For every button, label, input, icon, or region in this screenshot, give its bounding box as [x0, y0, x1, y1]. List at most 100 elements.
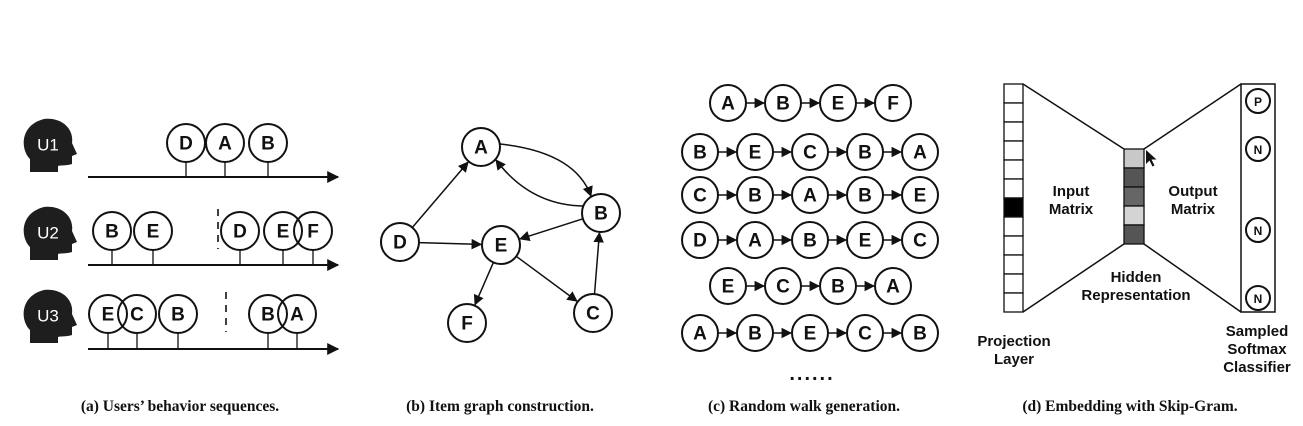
node-label: B — [858, 186, 872, 207]
node-label: A — [913, 143, 927, 164]
walk-node: B — [901, 314, 939, 352]
cursor-icon — [1146, 150, 1157, 167]
node-label: D — [693, 231, 707, 252]
walk-node: B — [736, 176, 774, 214]
node-label: B — [594, 204, 608, 225]
caption-d: (d) Embedding with Skip-Gram. — [1022, 398, 1237, 415]
node-label: B — [858, 143, 872, 164]
walk-node: A — [874, 267, 912, 305]
node-label: A — [721, 94, 735, 115]
node-label: A — [803, 186, 817, 207]
node-label: C — [803, 143, 817, 164]
output-funnel-top — [1143, 83, 1242, 150]
caption-b: (b) Item graph construction. — [406, 398, 594, 415]
walk-node: C — [901, 221, 939, 259]
node-label: C — [586, 304, 600, 325]
walk-node: F — [874, 84, 912, 122]
behavior-item-node: B — [248, 294, 288, 334]
node-label: B — [171, 305, 185, 326]
node-label: E — [914, 186, 927, 207]
walk-node: B — [791, 221, 829, 259]
behavior-item-node: E — [88, 294, 128, 334]
user-label: U1 — [37, 136, 59, 155]
node-label: P — [1254, 95, 1262, 109]
projection-cell — [1003, 102, 1024, 123]
behavior-item-node: E — [263, 211, 303, 251]
walk-node: E — [846, 221, 884, 259]
hidden-cell — [1123, 186, 1145, 207]
walk-node: B — [736, 314, 774, 352]
graph-edge-b-a — [495, 159, 584, 207]
graph-edge-e-c — [515, 255, 578, 302]
graph-edges — [411, 143, 604, 306]
node-label: E — [749, 143, 762, 164]
node-label: C — [913, 231, 927, 252]
output-funnel-bottom — [1143, 243, 1242, 313]
walk-node: E — [819, 84, 857, 122]
user-head-icon: U1 — [23, 118, 77, 172]
node-label: A — [748, 231, 762, 252]
behavior-item-node: A — [277, 294, 317, 334]
node-label: B — [261, 305, 275, 326]
node-label: B — [831, 277, 845, 298]
active-projection-cell — [1003, 197, 1024, 218]
projection-layer-column — [1003, 83, 1024, 313]
walk-node: A — [681, 314, 719, 352]
projection-cell — [1003, 140, 1024, 161]
node-label: B — [913, 324, 927, 345]
walk-node: C — [791, 133, 829, 171]
negative-sample-node: N — [1245, 285, 1271, 311]
walk-node: C — [764, 267, 802, 305]
behavior-item-node: A — [205, 123, 245, 163]
node-label: E — [147, 222, 160, 243]
walk-node: C — [846, 314, 884, 352]
user-head-icon: U2 — [23, 206, 77, 260]
hidden-cell — [1123, 167, 1145, 188]
walk-node: A — [709, 84, 747, 122]
behavior-item-node: D — [220, 211, 260, 251]
graph-edge-e-f — [473, 262, 495, 306]
behavior-item-node: B — [92, 211, 132, 251]
behavior-item-node: C — [117, 294, 157, 334]
classifier-box — [1240, 83, 1276, 313]
node-label: N — [1254, 143, 1263, 157]
negative-sample-node: N — [1245, 136, 1271, 162]
node-label: D — [233, 222, 247, 243]
negative-sample-node: N — [1245, 217, 1271, 243]
hidden-cell — [1123, 148, 1145, 169]
graph-node-a: A — [461, 127, 501, 167]
projection-cell — [1003, 178, 1024, 199]
walk-node: B — [681, 133, 719, 171]
node-label: E — [722, 277, 735, 298]
projection-cell — [1003, 216, 1024, 237]
node-label: C — [858, 324, 872, 345]
hidden-cell — [1123, 205, 1145, 226]
projection-cell — [1003, 83, 1024, 104]
walk-node: B — [764, 84, 802, 122]
node-label: B — [803, 231, 817, 252]
walk-node: A — [736, 221, 774, 259]
node-label: D — [393, 233, 407, 254]
input-funnel-top — [1022, 83, 1125, 150]
user-label: U3 — [37, 307, 59, 326]
walk-node: A — [791, 176, 829, 214]
node-label: E — [804, 324, 817, 345]
walk-node: B — [846, 176, 884, 214]
node-label: E — [859, 231, 872, 252]
node-label: A — [290, 305, 304, 326]
graph-node-d: D — [380, 222, 420, 262]
projection-cell — [1003, 292, 1024, 313]
node-label: B — [776, 94, 790, 115]
walk-ellipsis: ...... — [789, 363, 834, 385]
node-label: B — [748, 186, 762, 207]
walk-node: B — [819, 267, 857, 305]
